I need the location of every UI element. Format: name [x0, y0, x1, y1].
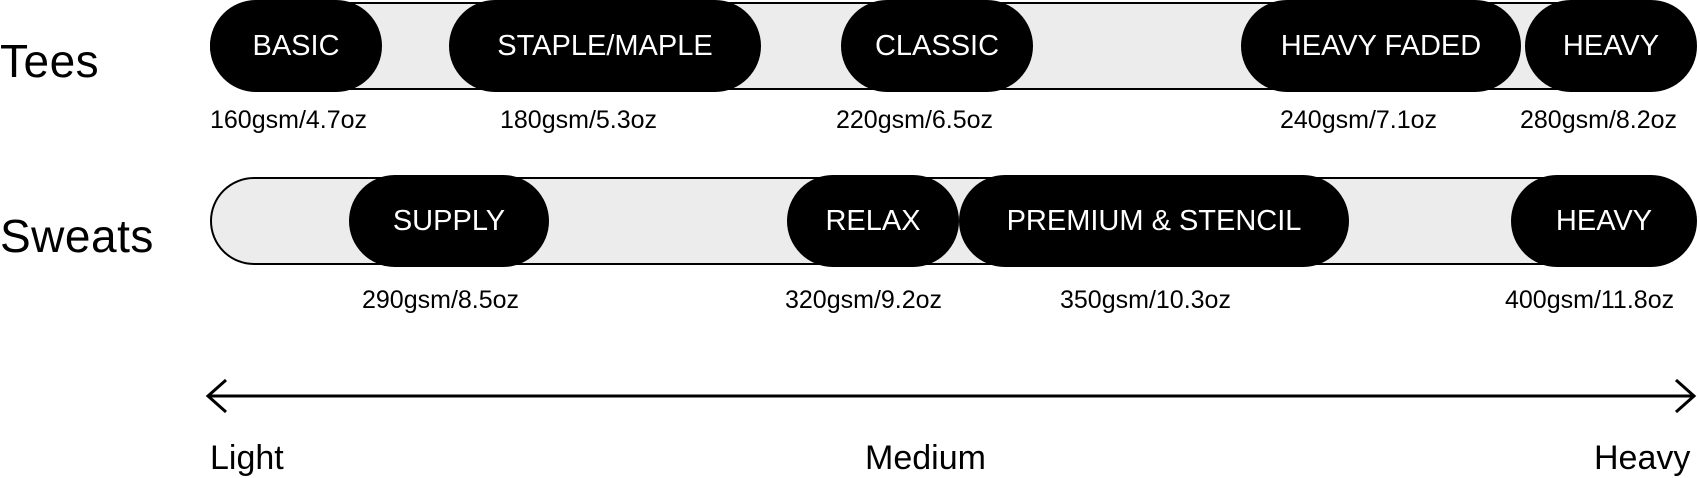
- scale-label-medium: Medium: [865, 439, 986, 477]
- sweats-pill-premium-stencil: PREMIUM & STENCIL: [959, 175, 1349, 267]
- tees-pill-heavy-faded: HEAVY FADED: [1241, 0, 1521, 92]
- tees-weight-staple-maple: 180gsm/5.3oz: [500, 106, 658, 134]
- sweats-pill-supply: SUPPLY: [349, 175, 549, 267]
- tees-row-label: Tees: [0, 35, 100, 87]
- sweats-row-label: Sweats: [0, 210, 154, 262]
- sweats-weight-heavy: 400gsm/11.8oz: [1505, 286, 1675, 314]
- sweats-weight-relax: 320gsm/9.2oz: [785, 286, 943, 314]
- tees-weight-heavy: 280gsm/8.2oz: [1520, 106, 1678, 134]
- tees-pill-heavy: HEAVY: [1525, 0, 1697, 92]
- tees-weight-basic: 160gsm/4.7oz: [210, 106, 368, 134]
- sweats-weight-premium-stencil: 350gsm/10.3oz: [1060, 286, 1231, 314]
- tees-pill-classic: CLASSIC: [841, 0, 1033, 92]
- scale-label-heavy: Heavy: [1594, 439, 1691, 477]
- arrow-right-icon: [1675, 378, 1697, 414]
- tees-weight-classic: 220gsm/6.5oz: [836, 106, 994, 134]
- arrow-left-icon: [205, 378, 227, 414]
- sweats-weight-supply: 290gsm/8.5oz: [362, 286, 520, 314]
- tees-weight-heavy-faded: 240gsm/7.1oz: [1280, 106, 1438, 134]
- sweats-pill-heavy: HEAVY: [1511, 175, 1697, 267]
- sweats-pill-relax: RELAX: [787, 175, 959, 267]
- tees-pill-staple-maple: STAPLE/MAPLE: [449, 0, 761, 92]
- tees-pill-basic: BASIC: [210, 0, 382, 92]
- scale-label-light: Light: [210, 439, 284, 477]
